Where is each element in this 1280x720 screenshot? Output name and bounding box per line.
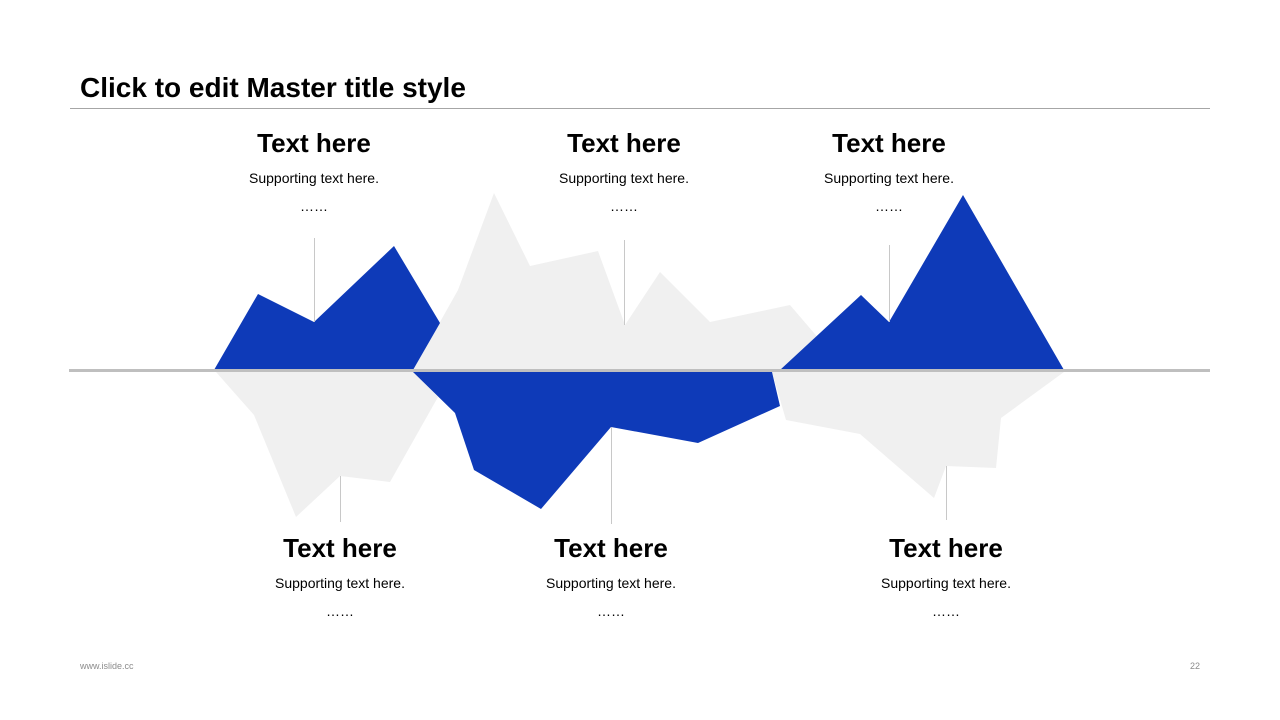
label-heading[interactable]: Text here [554,533,668,563]
label-bottom-1: Text here Supporting text here. …… [220,532,460,620]
label-supporting-text[interactable]: Supporting text here. [881,575,1011,591]
label-ellipsis: …… [932,603,960,619]
label-supporting-text[interactable]: Supporting text here. [249,170,379,186]
page-number: 22 [1189,661,1200,671]
label-ellipsis: …… [875,198,903,214]
label-heading[interactable]: Text here [832,128,946,158]
footer-url: www.islide.cc [80,661,134,671]
label-heading[interactable]: Text here [257,128,371,158]
label-top-1: Text here Supporting text here. …… [194,127,434,215]
label-supporting-text[interactable]: Supporting text here. [559,170,689,186]
label-bottom-2: Text here Supporting text here. …… [491,532,731,620]
label-ellipsis: …… [597,603,625,619]
label-heading[interactable]: Text here [283,533,397,563]
reflection-center-blue [413,372,780,509]
reflection-left-grey [216,372,438,517]
label-bottom-3: Text here Supporting text here. …… [826,532,1066,620]
label-supporting-text[interactable]: Supporting text here. [824,170,954,186]
label-ellipsis: …… [300,198,328,214]
label-ellipsis: …… [610,198,638,214]
mountain-above-right [780,195,1064,370]
label-ellipsis: …… [326,603,354,619]
label-heading[interactable]: Text here [889,533,1003,563]
label-top-3: Text here Supporting text here. …… [769,127,1009,215]
label-supporting-text[interactable]: Supporting text here. [275,575,405,591]
baseline [69,369,1210,372]
label-supporting-text[interactable]: Supporting text here. [546,575,676,591]
label-heading[interactable]: Text here [567,128,681,158]
label-top-2: Text here Supporting text here. …… [504,127,744,215]
title-divider [70,108,1210,109]
slide-title[interactable]: Click to edit Master title style [80,72,466,103]
mountain-above-left [214,246,440,370]
reflection-right-grey [772,372,1064,498]
mountain-above-grey [413,193,845,370]
